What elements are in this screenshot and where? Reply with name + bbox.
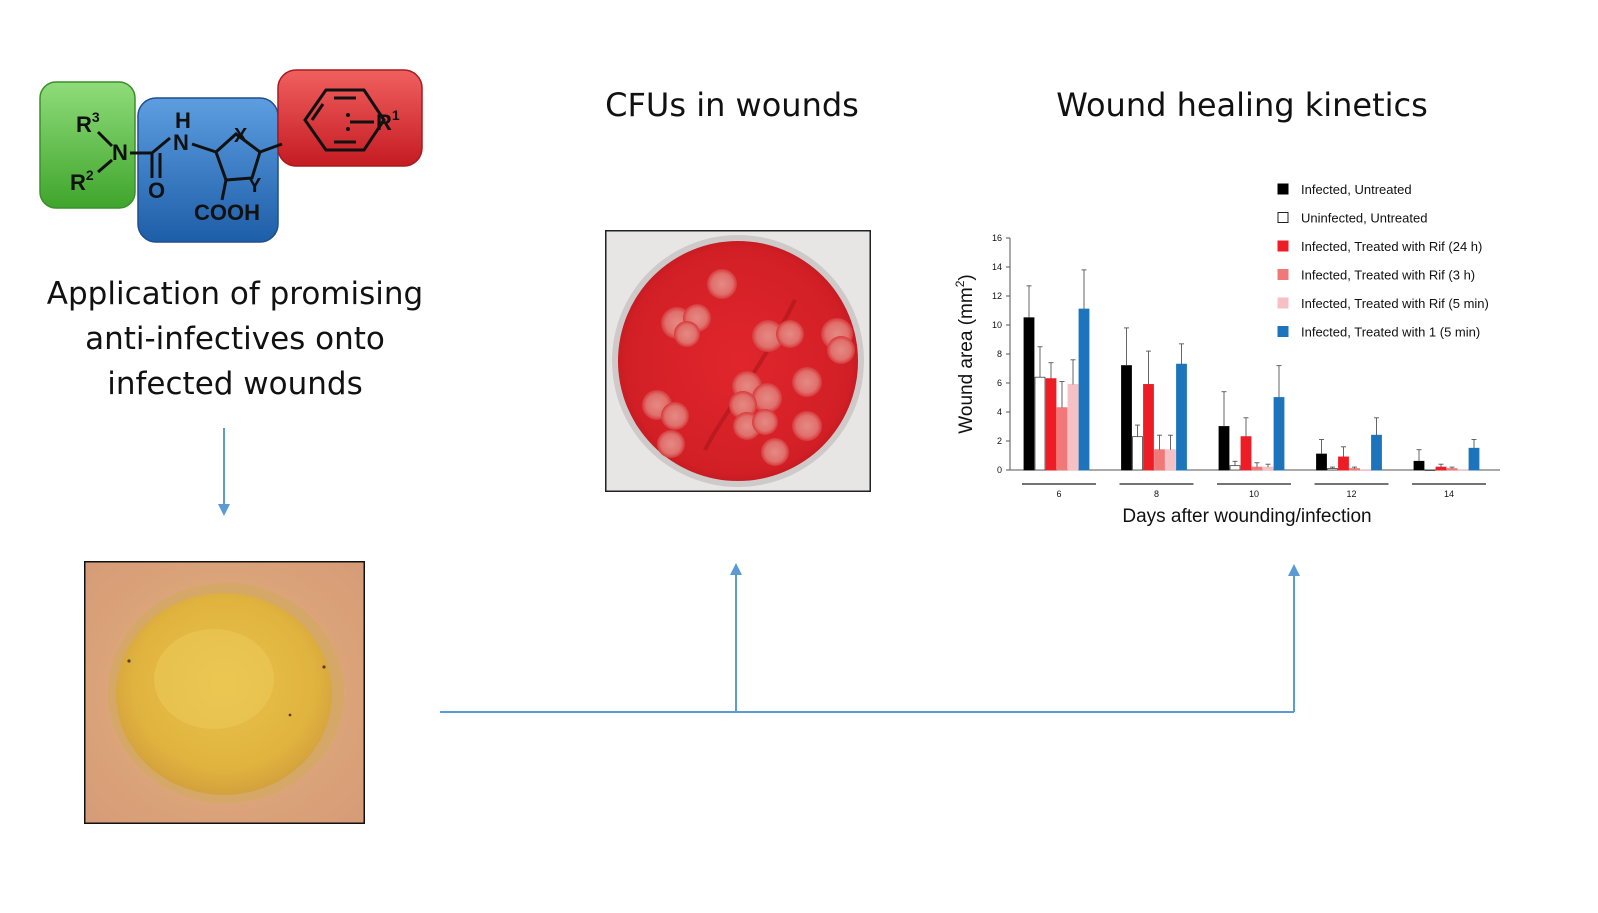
cfu-title: CFUs in wounds bbox=[605, 86, 859, 124]
core-blue-box bbox=[137, 97, 279, 243]
chart-bar bbox=[1251, 466, 1263, 471]
chart-bar bbox=[1078, 308, 1090, 471]
structure-bonds bbox=[96, 88, 386, 201]
legend-label: Infected, Treated with Rif (3 h) bbox=[1301, 268, 1475, 283]
chart-bar bbox=[1262, 466, 1274, 471]
chart-bar bbox=[1446, 468, 1458, 471]
chart-bar bbox=[1316, 453, 1327, 471]
chemical-structure: R3 R2 N H N O X Y COOH R1 bbox=[39, 69, 423, 243]
application-text-line-1: Application of promising bbox=[46, 276, 424, 312]
legend-label: Infected, Untreated bbox=[1301, 182, 1412, 197]
chart-bar bbox=[1435, 466, 1447, 471]
aryl-red-box bbox=[277, 69, 423, 167]
legend-label: Infected, Treated with Rif (24 h) bbox=[1301, 239, 1482, 254]
legend-swatch bbox=[1277, 183, 1289, 195]
chart-ytick-label: 14 bbox=[992, 262, 1002, 272]
chart-bar bbox=[1023, 317, 1035, 471]
y-label: Y bbox=[248, 175, 262, 197]
chart-ytick-label: 4 bbox=[997, 407, 1002, 417]
chart-category-label: 12 bbox=[1346, 489, 1356, 499]
chart-ytick-label: 12 bbox=[992, 291, 1002, 301]
chart-bar bbox=[1424, 469, 1436, 471]
chart-category-label: 10 bbox=[1249, 489, 1259, 499]
up-arrow-kinetics-head bbox=[1288, 564, 1300, 576]
chart-bar bbox=[1176, 363, 1187, 471]
chart-bar bbox=[1056, 407, 1068, 471]
chart-bar bbox=[1218, 426, 1230, 471]
chart-category-label: 6 bbox=[1056, 489, 1061, 499]
chart-bar bbox=[1240, 436, 1252, 471]
legend-label: Infected, Treated with Rif (5 min) bbox=[1301, 296, 1489, 311]
cooh-label: COOH bbox=[194, 200, 260, 225]
chart-ytick-label: 0 bbox=[997, 465, 1002, 475]
chart-bar bbox=[1371, 434, 1382, 471]
nh-n-label: N bbox=[173, 130, 189, 155]
legend-swatch bbox=[1277, 297, 1289, 309]
legend-swatch bbox=[1277, 212, 1289, 223]
kinetics-title: Wound healing kinetics bbox=[1056, 86, 1428, 124]
chart-bar bbox=[1457, 469, 1469, 471]
down-arrow-head bbox=[218, 504, 230, 516]
legend-swatch bbox=[1277, 240, 1289, 252]
chart-ylabel: Wound area (mm2) bbox=[953, 274, 977, 433]
r1-label: R1 bbox=[376, 107, 400, 135]
chart-bar bbox=[1045, 378, 1057, 471]
chart-bar bbox=[1349, 468, 1360, 471]
legend-label: Infected, Treated with 1 (5 min) bbox=[1301, 325, 1480, 340]
chart-ytick-label: 6 bbox=[997, 378, 1002, 388]
r2-label: R2 bbox=[70, 167, 94, 195]
chart-xlabel: Days after wounding/infection bbox=[1122, 506, 1371, 527]
chart-bar bbox=[1273, 397, 1285, 471]
amide-n-label: N bbox=[112, 140, 128, 165]
chart-bar bbox=[1067, 384, 1079, 471]
up-arrow-cfu-head bbox=[730, 563, 742, 575]
chart-bar bbox=[1034, 376, 1046, 471]
chart-bar bbox=[1143, 384, 1154, 471]
chart-ytick-label: 10 bbox=[992, 320, 1002, 330]
application-text-line-3: infected wounds bbox=[107, 366, 363, 402]
chart-bar bbox=[1132, 436, 1143, 471]
chart-bar bbox=[1338, 456, 1349, 471]
legend-label: Uninfected, Untreated bbox=[1301, 211, 1427, 226]
chart-bar bbox=[1413, 460, 1425, 471]
legend-swatch bbox=[1277, 326, 1289, 337]
legend-swatch bbox=[1277, 269, 1289, 280]
application-text-line-2: anti-infectives onto bbox=[85, 321, 385, 357]
chart-bar bbox=[1327, 468, 1338, 471]
chart-bar bbox=[1121, 365, 1132, 471]
chart-category-label: 14 bbox=[1444, 489, 1454, 499]
chart-bar bbox=[1468, 447, 1480, 471]
agar-plate-photo bbox=[605, 230, 871, 492]
carbonyl-o-label: O bbox=[148, 178, 165, 203]
r-group-green-box bbox=[39, 81, 136, 209]
chart-bar bbox=[1154, 449, 1165, 471]
application-text: Application of promising anti-infectives… bbox=[30, 272, 440, 407]
chart-bar bbox=[1229, 465, 1241, 471]
nh-h-label: H bbox=[175, 108, 191, 133]
chart-category-label: 8 bbox=[1154, 489, 1159, 499]
chart-ytick-label: 2 bbox=[997, 436, 1002, 446]
chart-bar bbox=[1165, 449, 1176, 471]
wound-photo bbox=[84, 561, 365, 824]
chart-bar bbox=[1360, 469, 1371, 471]
wound-area-chart: 0 2 4 6 8 10 12 14 16 6 8 10 12 14 Infected, Untreate… bbox=[953, 182, 1500, 527]
chart-ytick-label: 16 bbox=[992, 233, 1002, 243]
x-label: X bbox=[234, 125, 248, 147]
chart-ytick-label: 8 bbox=[997, 349, 1002, 359]
r3-label: R3 bbox=[76, 109, 100, 137]
